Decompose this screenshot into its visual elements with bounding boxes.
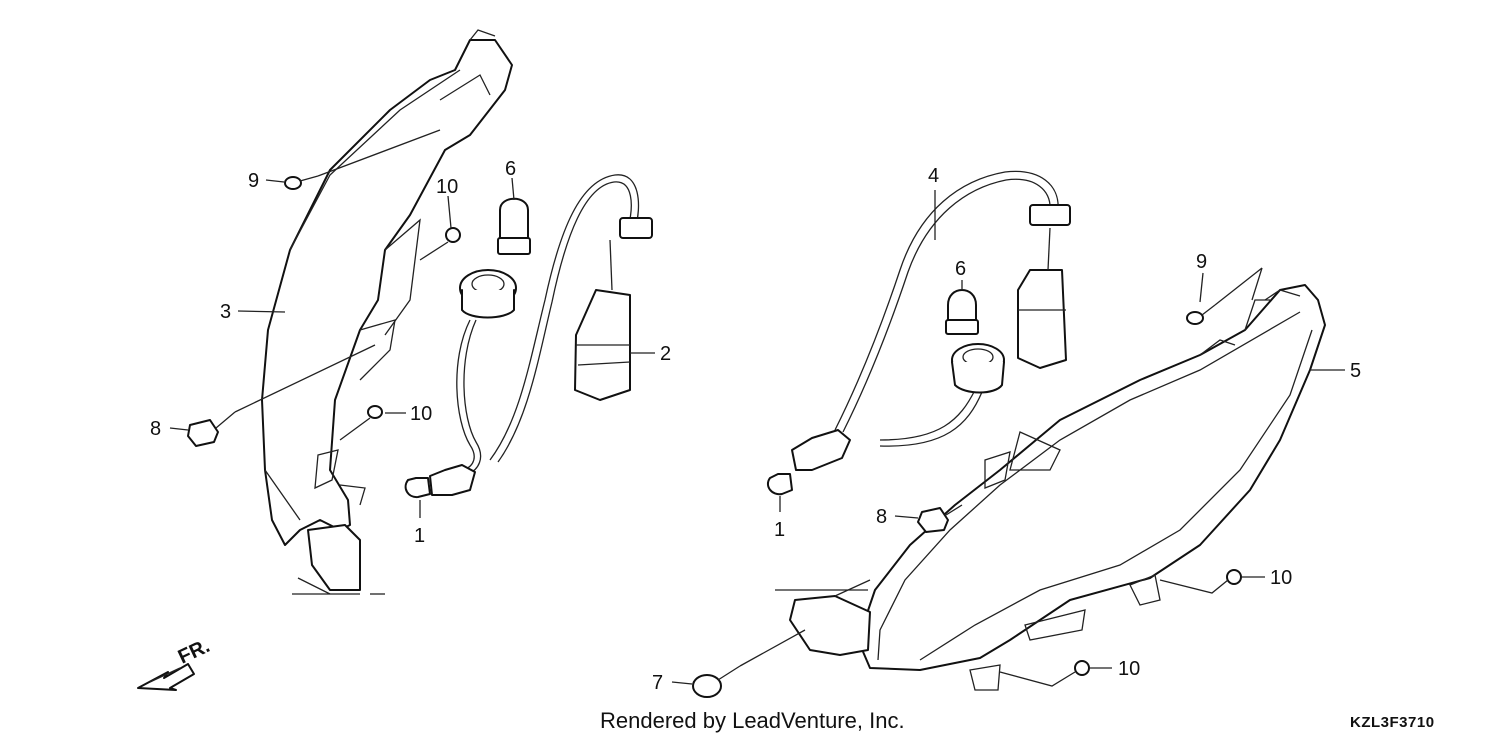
front-direction-arrow: FR.	[137, 635, 213, 691]
callout-7: 7	[652, 672, 663, 694]
leader-lines	[169, 129, 1345, 687]
callout-10-left-bottom: 10	[410, 403, 432, 425]
front-label: FR.	[175, 635, 213, 669]
callout-6-left: 6	[505, 158, 516, 180]
right-screw-10-upper	[1226, 569, 1242, 585]
right-headlight-housing	[775, 284, 1326, 691]
left-bulb-socket	[459, 269, 517, 319]
callout-10-right-lower: 10	[1118, 658, 1140, 680]
callout-2: 2	[660, 343, 671, 365]
left-bulb-large	[497, 197, 531, 255]
left-headlight-housing	[261, 29, 513, 595]
callout-9-left: 9	[248, 170, 259, 192]
right-bulb-small	[766, 429, 851, 496]
callout-10-left-top: 10	[436, 176, 458, 198]
credit-text: Rendered by LeadVenture, Inc.	[600, 708, 905, 733]
right-bulb-socket	[951, 343, 1005, 394]
callout-9-right: 9	[1196, 251, 1207, 273]
callout-10-right-upper: 10	[1270, 567, 1292, 589]
callout-6-right: 6	[955, 258, 966, 280]
right-bulb-large	[945, 289, 979, 335]
right-bolt-7	[692, 665, 741, 698]
left-wire-harness	[456, 174, 653, 475]
right-screw-10-lower	[1074, 660, 1090, 676]
callout-1-right: 1	[774, 519, 785, 541]
right-screw-9	[1186, 304, 1216, 325]
right-bolt-8	[917, 504, 963, 533]
callout-5: 5	[1350, 360, 1361, 382]
callout-1-left: 1	[414, 525, 425, 547]
callout-4: 4	[928, 165, 939, 187]
left-screw-9	[284, 175, 319, 190]
left-bulb-small	[404, 464, 476, 499]
left-screw-10-bottom	[367, 405, 383, 419]
callout-8-right: 8	[876, 506, 887, 528]
callout-8-left: 8	[150, 418, 161, 440]
callout-3: 3	[220, 301, 231, 323]
diagram-code: KZL3F3710	[1350, 714, 1435, 731]
right-wire-harness	[834, 170, 1071, 447]
left-bolt-8	[187, 411, 236, 447]
left-screw-10-top	[445, 227, 461, 243]
